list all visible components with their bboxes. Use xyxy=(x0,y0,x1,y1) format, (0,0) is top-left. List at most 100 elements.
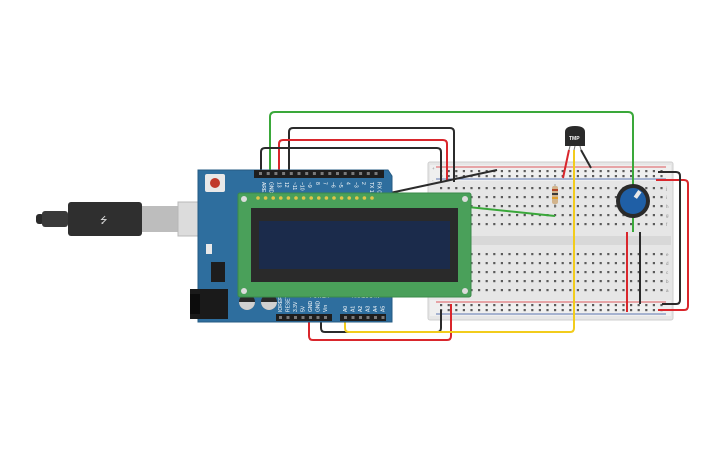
breadboard-hole[interactable] xyxy=(630,309,633,312)
wire-black-sensor[interactable] xyxy=(580,149,592,169)
breadboard-hole[interactable] xyxy=(561,309,564,312)
breadboard-hole[interactable] xyxy=(584,205,587,208)
breadboard-hole[interactable] xyxy=(584,271,587,274)
breadboard-hole[interactable] xyxy=(630,289,633,292)
breadboard-hole[interactable] xyxy=(508,304,511,307)
breadboard-hole[interactable] xyxy=(500,309,503,312)
lcd-pin[interactable] xyxy=(324,196,329,200)
breadboard-hole[interactable] xyxy=(538,170,541,173)
breadboard-hole[interactable] xyxy=(652,289,655,292)
breadboard-hole[interactable] xyxy=(538,205,541,208)
breadboard-hole[interactable] xyxy=(569,271,572,274)
breadboard-hole[interactable] xyxy=(607,223,610,226)
breadboard-hole[interactable] xyxy=(500,214,503,217)
breadboard-hole[interactable] xyxy=(478,214,481,217)
breadboard-hole[interactable] xyxy=(531,196,534,199)
digital-pin[interactable] xyxy=(289,172,293,175)
breadboard-hole[interactable] xyxy=(622,289,625,292)
breadboard-hole[interactable] xyxy=(538,175,541,178)
lcd-pin[interactable] xyxy=(301,196,306,200)
breadboard-hole[interactable] xyxy=(576,289,579,292)
breadboard-hole[interactable] xyxy=(485,170,488,173)
wire-green-short[interactable] xyxy=(467,206,556,217)
breadboard-hole[interactable] xyxy=(531,309,534,312)
breadboard-hole[interactable] xyxy=(546,262,549,265)
breadboard-hole[interactable] xyxy=(576,170,579,173)
breadboard-hole[interactable] xyxy=(660,271,663,274)
breadboard-hole[interactable] xyxy=(554,289,557,292)
breadboard-hole[interactable] xyxy=(652,223,655,226)
breadboard-hole[interactable] xyxy=(531,262,534,265)
breadboard-hole[interactable] xyxy=(554,262,557,265)
breadboard-hole[interactable] xyxy=(569,289,572,292)
breadboard-hole[interactable] xyxy=(516,214,519,217)
breadboard-hole[interactable] xyxy=(637,309,640,312)
lcd-pin[interactable] xyxy=(294,196,298,200)
breadboard-hole[interactable] xyxy=(485,175,488,178)
breadboard-hole[interactable] xyxy=(493,304,496,307)
breadboard-hole[interactable] xyxy=(538,280,541,283)
breadboard-hole[interactable] xyxy=(508,262,511,265)
wire-red-sensor[interactable] xyxy=(562,149,570,179)
breadboard-hole[interactable] xyxy=(516,289,519,292)
digital-pin[interactable] xyxy=(266,172,270,175)
breadboard-hole[interactable] xyxy=(645,175,648,178)
breadboard-hole[interactable] xyxy=(500,223,503,226)
breadboard-hole[interactable] xyxy=(523,271,526,274)
breadboard-hole[interactable] xyxy=(500,262,503,265)
digital-pin[interactable] xyxy=(359,172,363,175)
breadboard-hole[interactable] xyxy=(478,170,481,173)
breadboard-hole[interactable] xyxy=(516,187,519,190)
breadboard-hole[interactable] xyxy=(584,253,587,256)
digital-pin[interactable] xyxy=(328,172,332,175)
power-pin[interactable] xyxy=(316,316,320,319)
breadboard-hole[interactable] xyxy=(470,304,473,307)
breadboard-hole[interactable] xyxy=(637,280,640,283)
breadboard-hole[interactable] xyxy=(576,253,579,256)
breadboard-hole[interactable] xyxy=(576,223,579,226)
breadboard-hole[interactable] xyxy=(523,262,526,265)
breadboard-hole[interactable] xyxy=(561,205,564,208)
breadboard-hole[interactable] xyxy=(660,223,663,226)
breadboard-hole[interactable] xyxy=(531,205,534,208)
breadboard-hole[interactable] xyxy=(584,289,587,292)
breadboard-hole[interactable] xyxy=(447,175,450,178)
breadboard-hole[interactable] xyxy=(645,253,648,256)
digital-pin[interactable] xyxy=(343,172,347,175)
lcd-pin[interactable] xyxy=(370,196,374,200)
breadboard-hole[interactable] xyxy=(531,223,534,226)
breadboard-hole[interactable] xyxy=(652,304,655,307)
breadboard-hole[interactable] xyxy=(630,170,633,173)
breadboard-hole[interactable] xyxy=(576,280,579,283)
breadboard-hole[interactable] xyxy=(599,223,602,226)
analog-pin[interactable] xyxy=(351,316,355,319)
breadboard-hole[interactable] xyxy=(508,187,511,190)
breadboard-hole[interactable] xyxy=(546,280,549,283)
breadboard-hole[interactable] xyxy=(516,175,519,178)
breadboard-hole[interactable] xyxy=(592,170,595,173)
breadboard-hole[interactable] xyxy=(645,262,648,265)
breadboard-hole[interactable] xyxy=(637,304,640,307)
breadboard-hole[interactable] xyxy=(576,271,579,274)
breadboard-hole[interactable] xyxy=(554,253,557,256)
breadboard-hole[interactable] xyxy=(485,271,488,274)
breadboard-hole[interactable] xyxy=(584,280,587,283)
breadboard-hole[interactable] xyxy=(478,280,481,283)
breadboard-hole[interactable] xyxy=(531,289,534,292)
breadboard-hole[interactable] xyxy=(500,170,503,173)
breadboard-hole[interactable] xyxy=(516,280,519,283)
breadboard-hole[interactable] xyxy=(607,196,610,199)
digital-pin[interactable] xyxy=(351,172,355,175)
lcd-pin[interactable] xyxy=(362,196,367,200)
breadboard-hole[interactable] xyxy=(607,289,610,292)
breadboard-hole[interactable] xyxy=(546,205,549,208)
breadboard-hole[interactable] xyxy=(569,280,572,283)
breadboard-hole[interactable] xyxy=(607,309,610,312)
breadboard-hole[interactable] xyxy=(607,187,610,190)
breadboard-hole[interactable] xyxy=(645,170,648,173)
breadboard-hole[interactable] xyxy=(546,304,549,307)
breadboard-hole[interactable] xyxy=(554,175,557,178)
breadboard-hole[interactable] xyxy=(637,223,640,226)
breadboard-hole[interactable] xyxy=(478,253,481,256)
breadboard-hole[interactable] xyxy=(523,289,526,292)
